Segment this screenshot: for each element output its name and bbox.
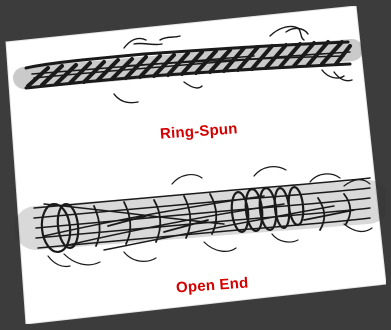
card-svg xyxy=(4,6,386,324)
illustration-card: Ring-Spun Open End xyxy=(4,6,386,324)
